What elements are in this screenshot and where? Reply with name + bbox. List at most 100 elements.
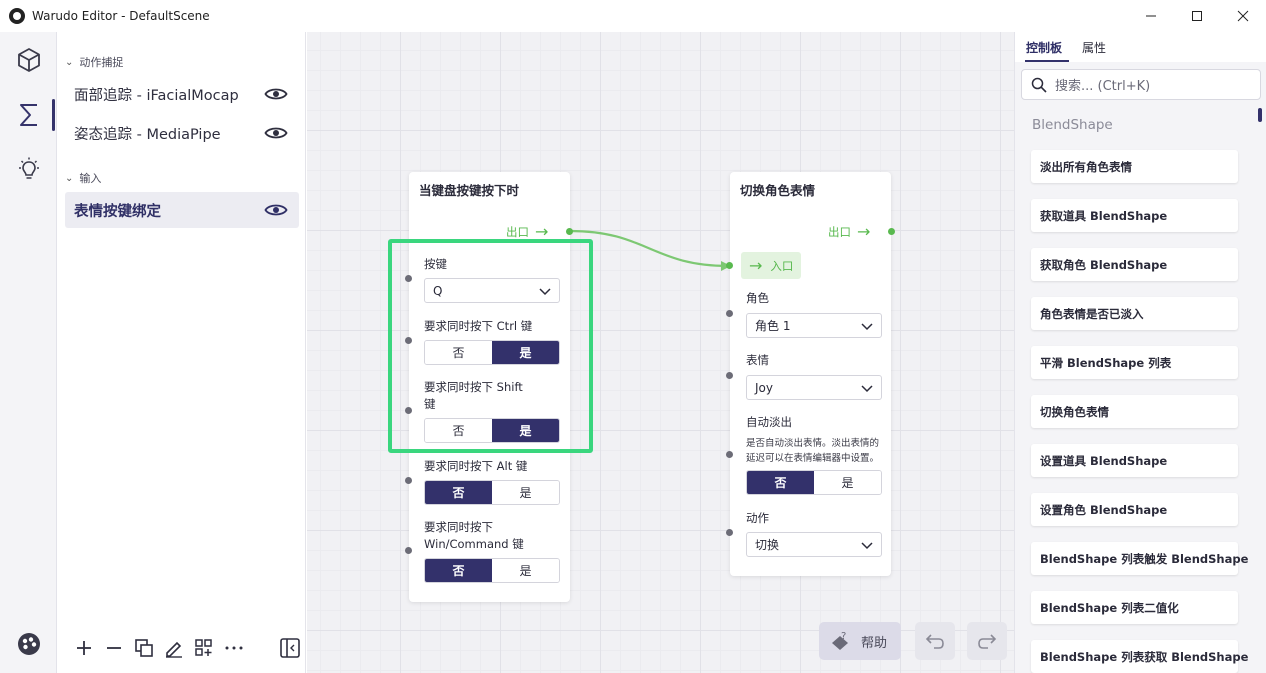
toggle-yes[interactable]: 是: [492, 341, 559, 364]
edit-icon[interactable]: [159, 633, 189, 663]
tab-control-panel[interactable]: 控制板: [1026, 41, 1063, 55]
sidebar-item-pose-tracking[interactable]: 姿态追踪 - MediaPipe: [65, 115, 299, 151]
autofade-toggle[interactable]: 否 是: [746, 470, 882, 495]
section-input[interactable]: ⌄ 输入: [65, 170, 101, 186]
toggle-yes[interactable]: 是: [492, 559, 559, 582]
sidebar-item-label: 姿态追踪 - MediaPipe: [74, 126, 221, 143]
node-card[interactable]: 获取角色 BlendShape: [1031, 248, 1238, 281]
toggle-no[interactable]: 否: [747, 471, 814, 494]
node-card[interactable]: 平滑 BlendShape 列表: [1031, 346, 1238, 379]
node-card[interactable]: 角色表情是否已淡入: [1031, 297, 1238, 330]
output-port-dot[interactable]: [566, 228, 573, 235]
toggle-no[interactable]: 否: [425, 341, 492, 364]
maximize-icon[interactable]: [1174, 0, 1220, 32]
panel-toolbar: [57, 623, 306, 673]
action-select-value: 切换: [755, 538, 780, 552]
tab-properties[interactable]: 属性: [1082, 41, 1107, 55]
graph-canvas[interactable]: 当键盘按键按下时 出口 → 按键 Q 要求同时按下 Ctrl 键 否 是 要求同…: [307, 32, 1014, 673]
input-dot-key[interactable]: [405, 275, 412, 282]
arrow-right-icon: →: [749, 256, 763, 275]
scrollbar-thumb[interactable]: [1258, 108, 1262, 122]
character-select[interactable]: 角色 1: [746, 313, 882, 338]
plus-icon[interactable]: [69, 633, 99, 663]
sidebar-item-face-tracking[interactable]: 面部追踪 - iFacialMocap: [65, 76, 299, 112]
node-card[interactable]: 设置角色 BlendShape: [1031, 493, 1238, 526]
lightbulb-icon[interactable]: [0, 144, 57, 196]
input-dot-shift[interactable]: [405, 407, 412, 414]
node-switch-expression[interactable]: 切换角色表情 出口 → → 入口 角色 角色 1 表情 Joy 自动淡出 是否自…: [726, 172, 895, 576]
output-port[interactable]: 出口 →: [506, 222, 548, 241]
minus-icon[interactable]: [99, 633, 129, 663]
eye-icon[interactable]: [264, 202, 288, 218]
section-mocap[interactable]: ⌄ 动作捕捉: [65, 54, 123, 70]
output-port-dot[interactable]: [888, 228, 895, 235]
panel-tabs: 控制板 属性: [1015, 32, 1266, 62]
toggle-yes[interactable]: 是: [814, 471, 881, 494]
node-card[interactable]: 设置道具 BlendShape: [1031, 444, 1238, 477]
alt-toggle[interactable]: 否 是: [424, 480, 560, 505]
key-select[interactable]: Q: [424, 278, 560, 303]
expression-select[interactable]: Joy: [746, 375, 882, 400]
search-placeholder: 搜索... (Ctrl+K): [1055, 79, 1151, 94]
input-dot-expression[interactable]: [726, 372, 733, 379]
window-controls: [1128, 0, 1266, 32]
undo-icon: [925, 634, 944, 649]
toggle-no[interactable]: 否: [425, 481, 492, 504]
eye-icon[interactable]: [264, 125, 288, 141]
undo-button[interactable]: [915, 622, 955, 660]
input-dot-ctrl[interactable]: [405, 337, 412, 344]
action-select[interactable]: 切换: [746, 532, 882, 557]
node-title: 当键盘按键按下时: [419, 183, 520, 198]
toggle-no[interactable]: 否: [425, 419, 492, 442]
ctrl-toggle[interactable]: 否 是: [424, 340, 560, 365]
duplicate-icon[interactable]: [129, 633, 159, 663]
help-button[interactable]: ? 帮助: [819, 622, 901, 660]
field-label-key: 按键: [424, 257, 447, 271]
toggle-no[interactable]: 否: [425, 559, 492, 582]
toggle-yes[interactable]: 是: [492, 419, 559, 442]
chevron-down-icon: [861, 385, 873, 393]
key-select-value: Q: [433, 283, 443, 298]
close-icon[interactable]: [1220, 0, 1266, 32]
input-dot-character[interactable]: [726, 310, 733, 317]
node-card[interactable]: 切换角色表情: [1031, 395, 1238, 428]
toggle-yes[interactable]: 是: [492, 481, 559, 504]
node-card[interactable]: 获取道具 BlendShape: [1031, 199, 1238, 232]
chevron-down-icon: ⌄: [65, 56, 74, 68]
node-card[interactable]: BlendShape 列表二值化: [1031, 591, 1238, 624]
chevron-down-icon: [861, 323, 873, 331]
sidebar-item-label: 面部追踪 - iFacialMocap: [74, 87, 239, 104]
autofade-description: 是否自动淡出表情。淡出表情的延迟可以在表情编辑器中设置。: [746, 438, 880, 464]
sigma-icon[interactable]: [0, 89, 57, 141]
scene-panel: ⌄ 动作捕捉 面部追踪 - iFacialMocap 姿态追踪 - MediaP…: [57, 32, 306, 673]
cube-icon[interactable]: [0, 34, 57, 86]
input-dot-alt[interactable]: [405, 477, 412, 484]
expression-select-value: Joy: [755, 380, 773, 395]
activity-bar: [0, 32, 57, 673]
node-keypress[interactable]: 当键盘按键按下时 出口 → 按键 Q 要求同时按下 Ctrl 键 否 是 要求同…: [405, 172, 573, 602]
search-input[interactable]: 搜索... (Ctrl+K): [1021, 69, 1261, 100]
field-label-shift: 要求同时按下 Shift 键: [424, 380, 523, 411]
settings-icon[interactable]: [0, 618, 57, 670]
input-port-dot[interactable]: [726, 262, 733, 269]
sidebar-item-expression-binding[interactable]: 表情按键绑定: [65, 192, 299, 228]
more-icon[interactable]: [219, 633, 249, 663]
shift-toggle[interactable]: 否 是: [424, 418, 560, 443]
field-label-alt: 要求同时按下 Alt 键: [424, 459, 528, 473]
add-grid-icon[interactable]: [189, 633, 219, 663]
input-dot-win[interactable]: [405, 547, 412, 554]
input-port[interactable]: → 入口: [741, 252, 802, 279]
panel-toggle-icon[interactable]: [275, 633, 305, 663]
output-port[interactable]: 出口 →: [828, 222, 870, 241]
node-card[interactable]: BlendShape 列表获取 BlendShape: [1031, 640, 1248, 673]
node-title: 切换角色表情: [740, 183, 816, 198]
win-toggle[interactable]: 否 是: [424, 558, 560, 583]
eye-icon[interactable]: [264, 86, 288, 102]
input-dot-action[interactable]: [726, 529, 733, 536]
input-dot-autofade[interactable]: [726, 451, 733, 458]
field-label-expression: 表情: [746, 353, 769, 367]
minimize-icon[interactable]: [1128, 0, 1174, 32]
node-card[interactable]: BlendShape 列表触发 BlendShape: [1031, 542, 1248, 575]
redo-button[interactable]: [967, 622, 1007, 660]
node-card[interactable]: 淡出所有角色表情: [1031, 150, 1238, 183]
